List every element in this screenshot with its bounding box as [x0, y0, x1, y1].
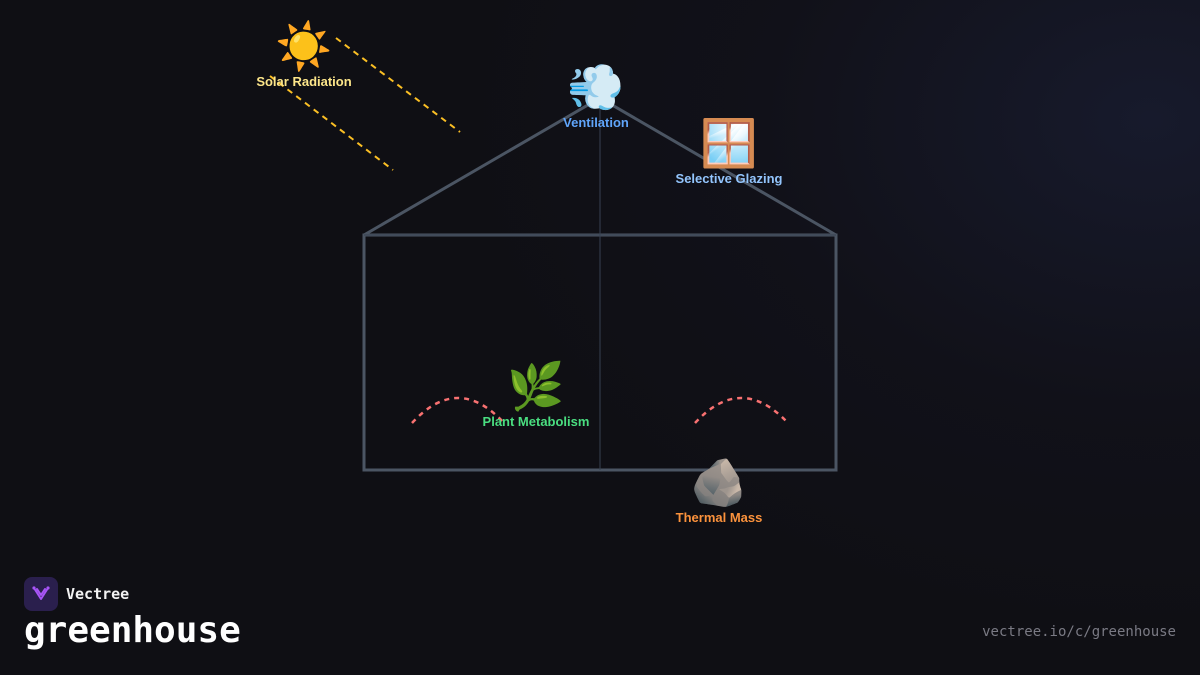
node-label: Solar Radiation: [256, 74, 352, 89]
vectree-logo-icon: [24, 577, 58, 611]
herb-icon: 🌿: [507, 360, 565, 412]
brand-name: Vectree: [66, 585, 130, 603]
node-label: Selective Glazing: [675, 171, 783, 186]
heat-arc-right: [694, 396, 789, 424]
brand: Vectree: [24, 577, 129, 611]
rock-icon: 🪨: [690, 456, 748, 508]
window-icon: 🪟: [700, 117, 758, 169]
node-solar-radiation: ☀️ Solar Radiation: [256, 20, 351, 89]
node-label: Thermal Mass: [675, 510, 763, 525]
node-label: Ventilation: [563, 115, 629, 130]
node-thermal-mass: 🪨 Thermal Mass: [676, 456, 763, 525]
node-plant-metabolism: 🌿 Plant Metabolism: [483, 360, 590, 429]
greenhouse-roof: [363, 96, 837, 237]
sun-ray-1: [335, 37, 461, 133]
page-title: greenhouse: [24, 610, 241, 651]
heat-arc-left: [411, 396, 505, 424]
sun-ray-2: [269, 75, 394, 171]
node-label: Plant Metabolism: [482, 414, 590, 429]
page-url[interactable]: vectree.io/c/greenhouse: [982, 624, 1176, 640]
sun-icon: ☀️: [275, 20, 333, 72]
node-ventilation: 💨 Ventilation: [563, 61, 629, 130]
node-selective-glazing: 🪟 Selective Glazing: [676, 117, 783, 186]
wind-icon: 💨: [567, 61, 625, 113]
